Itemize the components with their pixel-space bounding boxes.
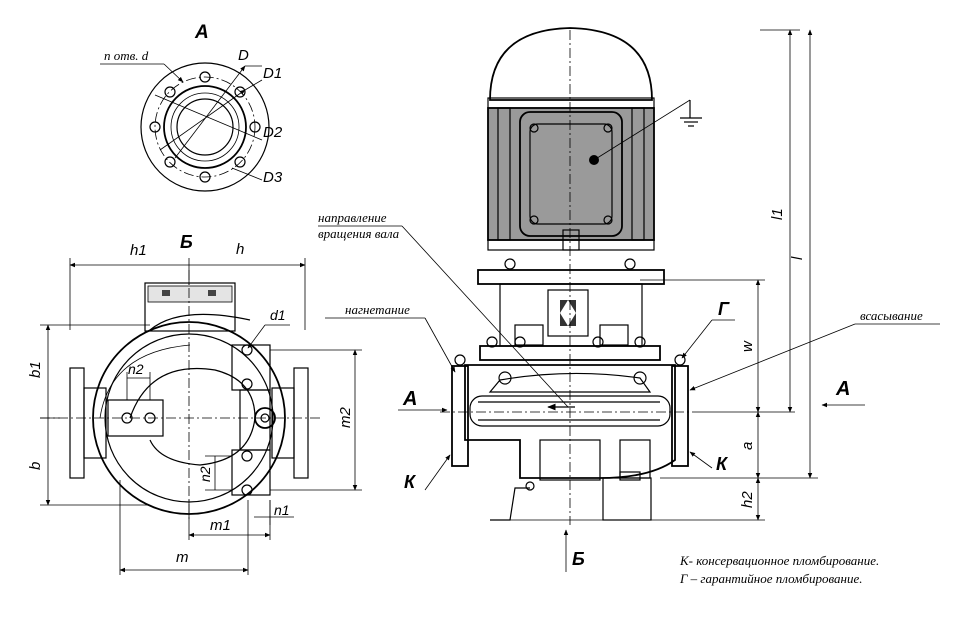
arrow-b-bottom-label: Б: [572, 549, 585, 569]
pump-side-view: [440, 27, 702, 525]
dim-b: b: [27, 462, 44, 470]
flange-d3-label: D3: [263, 169, 283, 186]
note-line-2: Г – гарантийное пломбирование.: [679, 571, 862, 586]
dim-h1: h1: [130, 242, 147, 259]
direction-label-line1: направление: [318, 210, 387, 225]
section-view-letter: Б: [180, 232, 193, 252]
flange-bolt-holes: [149, 71, 261, 183]
flange-d2-label: D2: [263, 124, 283, 141]
dim-w: w: [739, 340, 756, 352]
dim-n2-side: n2: [197, 466, 213, 482]
section-view-b: Б h1 h: [27, 232, 362, 575]
flange-view-letter: А: [194, 22, 209, 43]
dim-l1: l1: [769, 208, 786, 220]
seal-k-left-label: К: [404, 472, 417, 492]
dim-h2: h2: [739, 491, 756, 508]
dim-a: a: [739, 442, 756, 450]
flange-holes-label: n отв. d: [104, 48, 149, 63]
flange-d-label: D: [238, 47, 249, 64]
notes: К- консервационное пломбирование. Г – га…: [679, 553, 879, 586]
arrow-a-right-label: А: [835, 378, 850, 400]
dim-m: m: [176, 549, 189, 566]
dim-m1: m1: [210, 517, 231, 534]
dim-d1: d1: [270, 307, 286, 323]
arrow-a-left-label: А: [402, 388, 417, 410]
suction-label: всасывание: [860, 308, 923, 323]
dim-b1: b1: [27, 361, 44, 378]
direction-label-line2: вращения вала: [318, 226, 400, 241]
discharge-label: нагнетание: [345, 302, 410, 317]
note-line-1: К- консервационное пломбирование.: [679, 553, 879, 568]
dim-n1: n1: [274, 502, 290, 518]
dim-l: l: [789, 256, 806, 260]
side-view-annotations: направление вращения вала нагнетание вса…: [318, 29, 940, 572]
dim-n2-top: n2: [128, 361, 144, 377]
dim-h: h: [236, 241, 244, 258]
flange-d1-label: D1: [263, 65, 282, 82]
dim-m2: m2: [337, 407, 354, 428]
flange-view-a: А n отв. d D D1 D2 D3: [100, 22, 283, 192]
seal-g-label: Г: [718, 299, 730, 319]
seal-k-right-label: К: [716, 454, 729, 474]
